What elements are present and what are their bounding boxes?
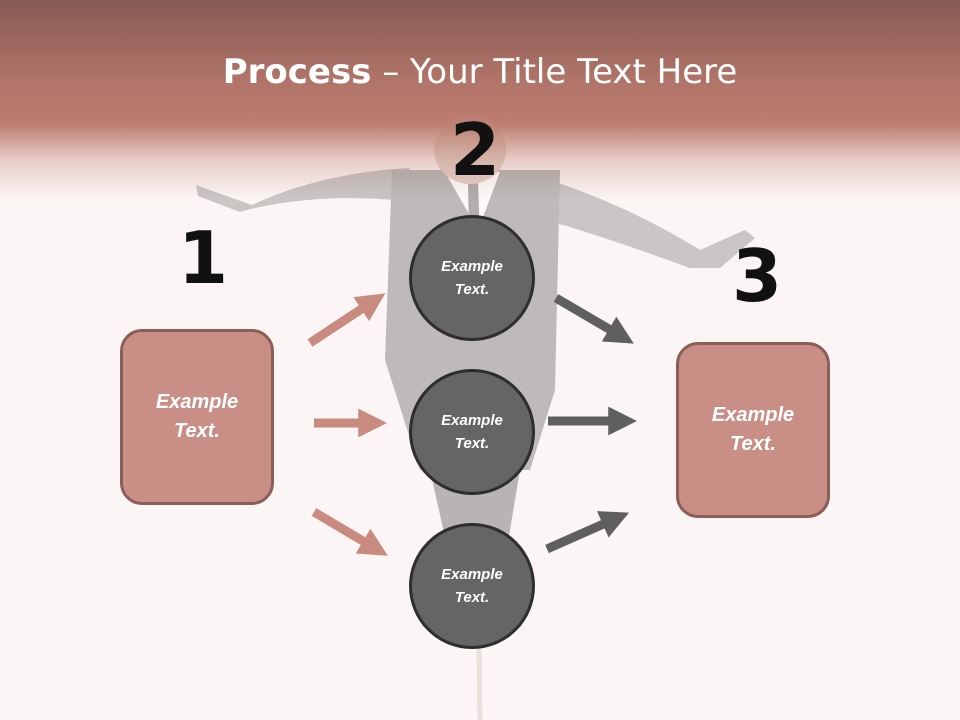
step-2-circle-middle-text: Example Text. [441,412,503,452]
step-1-box: Example Text. [120,329,274,505]
step-2-circle-top: Example Text. [409,215,535,341]
step-3-box: Example Text. [676,342,830,518]
title-banner [0,0,960,200]
arrow-1-to-2a [307,293,386,347]
title-bold: Process [222,52,372,92]
step-2-circle-bottom: Example Text. [409,523,535,649]
slide-title: Process – Your Title Text Here [0,52,960,92]
step-2-circle-middle: Example Text. [409,369,535,495]
step-number-2: 2 [450,108,501,192]
step-number-1: 1 [178,216,229,300]
arrow-1-to-2c [311,508,388,556]
step-2-circle-top-text: Example Text. [441,258,503,298]
arrow-2c-to-3 [545,511,630,554]
arrow-2a-to-3 [553,294,634,344]
step-2-circle-bottom-text: Example Text. [441,566,503,606]
title-rest: – Your Title Text Here [371,52,738,92]
step-3-text: Example Text. [711,404,795,455]
step-1-text: Example Text. [155,391,239,442]
step-number-3: 3 [732,234,783,318]
